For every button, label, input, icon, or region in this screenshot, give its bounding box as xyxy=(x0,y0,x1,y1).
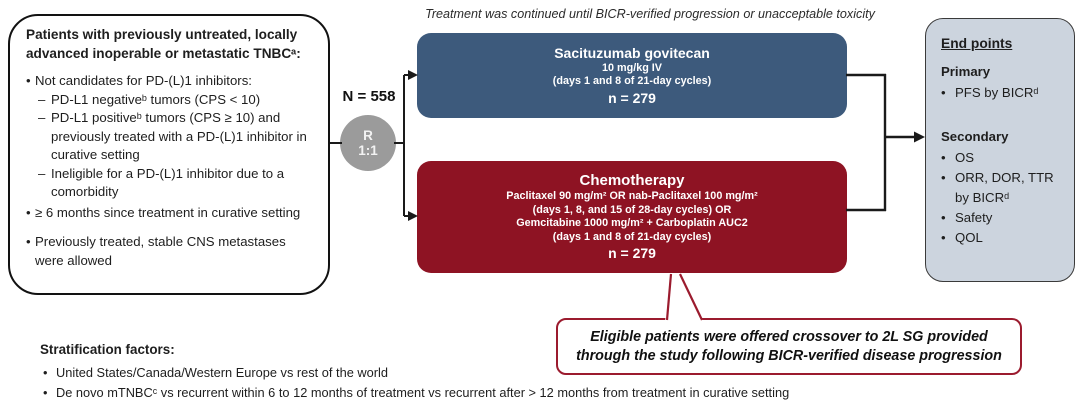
eligibility-box: Patients with previously untreated, loca… xyxy=(8,14,330,295)
crossover-note-text: Eligible patients were offered crossover… xyxy=(576,329,1002,364)
eligibility-subitem: – PD-L1 negativeᵇ tumors (CPS < 10) xyxy=(38,91,316,110)
dash-marker: – xyxy=(38,165,46,181)
bullet-marker: • xyxy=(26,234,31,249)
crossover-callout-box: Eligible patients were offered crossover… xyxy=(556,318,1022,375)
randomization-ratio: 1:1 xyxy=(358,143,378,158)
primary-endpoints-label: Primary xyxy=(941,64,991,79)
bullet-marker: • xyxy=(43,385,48,400)
eligibility-bullet-text: ≥ 6 months since treatment in curative s… xyxy=(35,204,301,220)
dash-marker: – xyxy=(38,110,46,125)
secondary-endpoint-item: • Safety xyxy=(941,208,1064,228)
eligibility-bullet-text: Not candidates for PD-(L)1 inhibitors: xyxy=(35,73,252,88)
secondary-endpoints-label: Secondary xyxy=(941,129,1009,144)
secondary-endpoint-text: QOL xyxy=(955,230,983,245)
eligibility-subitem-text: Ineligible for a PD-(L)1 inhibitor due t… xyxy=(51,165,285,200)
stratification-item: • De novo mTNBCᶜ vs recurrent within 6 t… xyxy=(40,383,1070,403)
secondary-endpoint-text: OS xyxy=(955,150,975,165)
enrollment-count: N = 558 xyxy=(342,88,396,105)
dash-marker: – xyxy=(38,91,46,107)
chemotherapy-arm-box: Chemotherapy Paclitaxel 90 mg/m² OR nab-… xyxy=(417,161,847,273)
secondary-endpoint-item: • ORR, DOR, TTR by BICRᵈ xyxy=(941,168,1064,208)
endpoints-title: End points xyxy=(941,36,1013,51)
chemo-arm-n: n = 279 xyxy=(608,245,656,261)
eligibility-subitem-text: PD-L1 negativeᵇ tumors (CPS < 10) xyxy=(51,91,261,107)
eligibility-bullet: • Previously treated, stable CNS metasta… xyxy=(26,233,316,270)
chemo-arm-line4: (days 1 and 8 of 21-day cycles) xyxy=(552,230,712,243)
stratification-item-text: United States/Canada/Western Europe vs r… xyxy=(56,365,388,380)
endpoints-box: End points Primary • PFS by BICRᵈ Second… xyxy=(925,18,1075,282)
eligibility-bullet: • ≥ 6 months since treatment in curative… xyxy=(26,204,316,223)
eligibility-subitem: – Ineligible for a PD-(L)1 inhibitor due… xyxy=(38,165,316,202)
stratification-title: Stratification factors: xyxy=(40,342,175,357)
chemo-arm-line1: Paclitaxel 90 mg/m² OR nab-Paclitaxel 10… xyxy=(506,190,758,202)
randomization-circle: R 1:1 xyxy=(340,115,396,171)
secondary-endpoint-item: • QOL xyxy=(941,228,1064,248)
stratification-item-text: De novo mTNBCᶜ vs recurrent within 6 to … xyxy=(56,385,790,400)
bullet-marker: • xyxy=(941,230,946,245)
bullet-marker: • xyxy=(941,150,946,165)
bullet-marker: • xyxy=(941,85,946,100)
secondary-endpoint-item: • OS xyxy=(941,148,1064,168)
chemo-arm-line3: Gemcitabine 1000 mg/m² + Carboplatin AUC… xyxy=(516,217,748,229)
randomization-r: R xyxy=(363,128,373,143)
treatment-duration-note: Treatment was continued until BICR-verif… xyxy=(425,7,875,21)
bullet-marker: • xyxy=(941,170,946,185)
stratification-section: Stratification factors: • United States/… xyxy=(40,340,1070,403)
stratification-item: • United States/Canada/Western Europe vs… xyxy=(40,363,1070,383)
eligibility-title: Patients with previously untreated, loca… xyxy=(26,27,301,61)
sg-arm-dose: 10 mg/kg IV xyxy=(601,61,662,74)
sg-arm-title: Sacituzumab govitecan xyxy=(554,44,710,61)
sg-arm-n: n = 279 xyxy=(608,89,656,106)
sg-arm-schedule: (days 1 and 8 of 21-day cycles) xyxy=(552,75,712,87)
eligibility-subitem: – PD-L1 positiveᵇ tumors (CPS ≥ 10) and … xyxy=(38,109,316,165)
sacituzumab-govitecan-arm-box: Sacituzumab govitecan 10 mg/kg IV (days … xyxy=(417,33,847,118)
chemo-arm-line2: (days 1, 8, and 15 of 28-day cycles) OR xyxy=(532,203,732,216)
bullet-marker: • xyxy=(941,210,946,225)
primary-endpoint-text: PFS by BICRᵈ xyxy=(955,85,1039,100)
bullet-marker: • xyxy=(43,365,48,380)
chemo-arm-title: Chemotherapy xyxy=(579,172,685,189)
secondary-endpoint-text: ORR, DOR, TTR by BICRᵈ xyxy=(955,170,1054,205)
primary-endpoint-item: • PFS by BICRᵈ xyxy=(941,83,1064,103)
eligibility-subitem-text: PD-L1 positiveᵇ tumors (CPS ≥ 10) and pr… xyxy=(51,110,307,162)
secondary-endpoint-text: Safety xyxy=(955,210,993,225)
bullet-marker: • xyxy=(26,73,31,88)
eligibility-bullet: • Not candidates for PD-(L)1 inhibitors: xyxy=(26,72,316,91)
eligibility-bullet-text: Previously treated, stable CNS metastase… xyxy=(35,234,286,268)
bullet-marker: • xyxy=(26,204,31,220)
